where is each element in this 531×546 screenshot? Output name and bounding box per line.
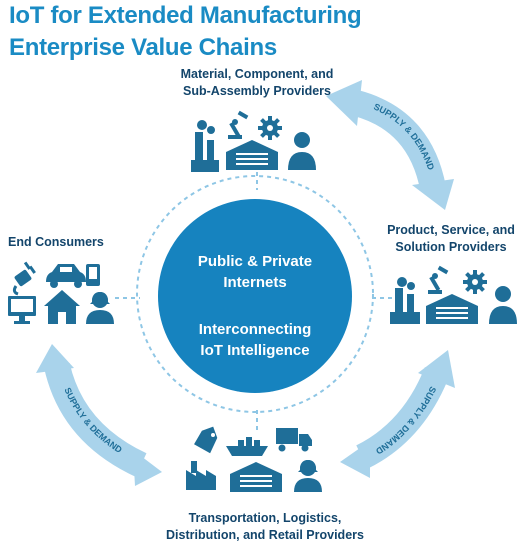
warehouse-icon <box>226 140 278 170</box>
hub-text-1: Public & Private <box>198 253 312 270</box>
bottom-icon-cluster <box>186 426 322 492</box>
top-node-label: Material, Component, and Sub-Assembly Pr… <box>150 66 364 100</box>
page-title-line1: IoT for Extended Manufacturing <box>9 2 362 29</box>
top-node-line1: Material, Component, and <box>180 67 334 81</box>
house-icon <box>44 290 80 324</box>
right-node-label: Product, Service, and Solution Providers <box>376 222 526 256</box>
page-title-line2: Enterprise Value Chains <box>9 34 277 61</box>
top-node-line2: Sub-Assembly Providers <box>183 84 331 98</box>
warehouse-icon <box>426 294 478 324</box>
ship-icon <box>226 437 268 456</box>
arrow-label-bottom-right: SUPPLY & DEMAND <box>374 385 439 457</box>
right-icon-cluster <box>390 265 517 324</box>
top-icon-cluster <box>191 110 316 172</box>
tag-icon <box>194 426 218 454</box>
truck-icon <box>276 428 312 452</box>
factory-icon <box>390 277 420 324</box>
hub-text-4: IoT Intelligence <box>200 342 309 359</box>
robot-arm-icon <box>228 110 249 139</box>
gear-icon <box>463 270 487 294</box>
woman-icon <box>86 292 114 324</box>
hub-circle <box>158 199 352 393</box>
outer-dashed-ring <box>136 175 374 413</box>
woman-icon <box>294 460 322 492</box>
hub-text-3: Interconnecting <box>199 321 312 338</box>
person-icon <box>288 132 316 170</box>
bottom-node-line2: Distribution, and Retail Providers <box>166 528 364 542</box>
plug-icon <box>12 261 36 296</box>
hub-text-2: Internets <box>223 274 286 291</box>
right-node-line2: Solution Providers <box>395 240 507 254</box>
factory-icon <box>186 461 216 490</box>
monitor-icon <box>8 296 36 324</box>
robot-arm-icon <box>428 265 449 294</box>
car-icon <box>46 264 86 288</box>
left-node-label: End Consumers <box>8 234 108 251</box>
factory-icon <box>191 120 219 172</box>
right-node-line1: Product, Service, and <box>387 223 515 237</box>
arrow-bottom-left: SUPPLY & DEMAND <box>36 344 162 486</box>
gear-icon <box>258 116 282 140</box>
phone-icon <box>86 264 100 286</box>
person-icon <box>489 286 517 324</box>
bottom-node-line1: Transportation, Logistics, <box>188 511 342 525</box>
left-icon-cluster <box>8 261 114 324</box>
warehouse-icon <box>230 462 282 492</box>
left-node-line1: End Consumers <box>8 235 104 249</box>
bottom-node-label: Transportation, Logistics, Distribution,… <box>140 510 390 544</box>
arrow-bottom-right: SUPPLY & DEMAND <box>340 350 455 478</box>
